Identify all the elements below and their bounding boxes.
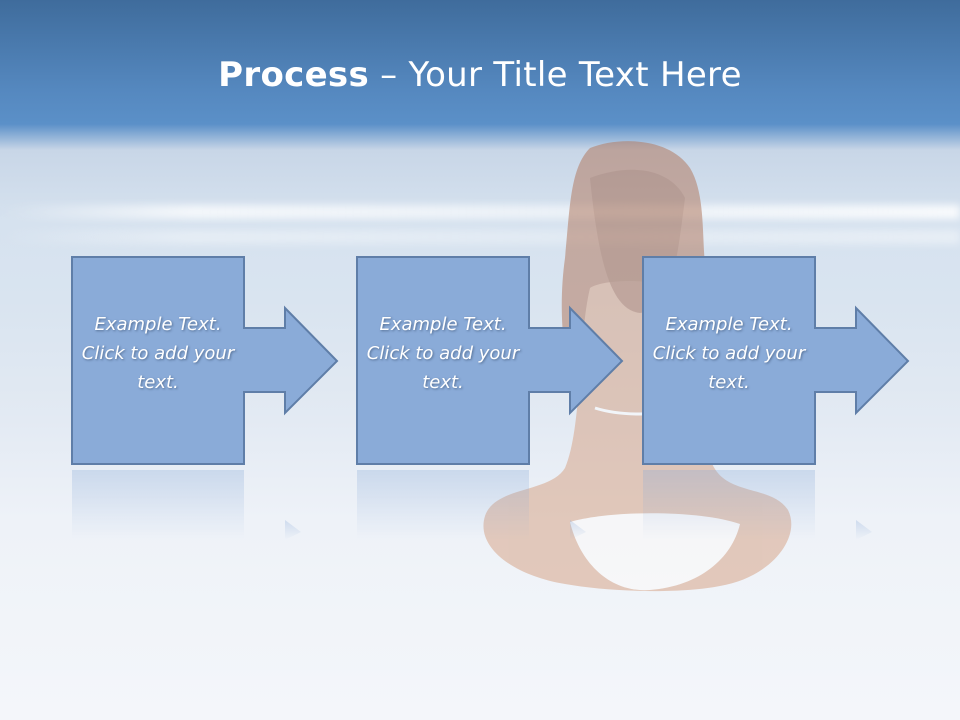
sea-wave bbox=[0, 205, 960, 219]
step-text: Example Text. Click to add your text. bbox=[81, 314, 235, 393]
process-step-2[interactable]: Example Text. Click to add your text. bbox=[356, 256, 636, 468]
process-step-1[interactable]: Example Text. Click to add your text. bbox=[71, 256, 351, 468]
step-reflection bbox=[643, 470, 872, 540]
process-step-3[interactable]: Example Text. Click to add your text. bbox=[642, 256, 922, 468]
step-reflection bbox=[72, 470, 301, 540]
slide-title[interactable]: Process – Your Title Text Here bbox=[0, 55, 960, 95]
sea-wave bbox=[0, 230, 960, 244]
process-arrow-shape bbox=[356, 256, 624, 465]
step-reflection bbox=[357, 470, 586, 540]
title-bold: Process bbox=[218, 55, 370, 95]
step-text: Example Text. Click to add your text. bbox=[652, 314, 806, 393]
step-text: Example Text. Click to add your text. bbox=[366, 314, 520, 393]
title-rest: – Your Title Text Here bbox=[369, 55, 742, 95]
process-arrow-shape bbox=[71, 256, 339, 465]
process-arrow-shape bbox=[642, 256, 910, 465]
